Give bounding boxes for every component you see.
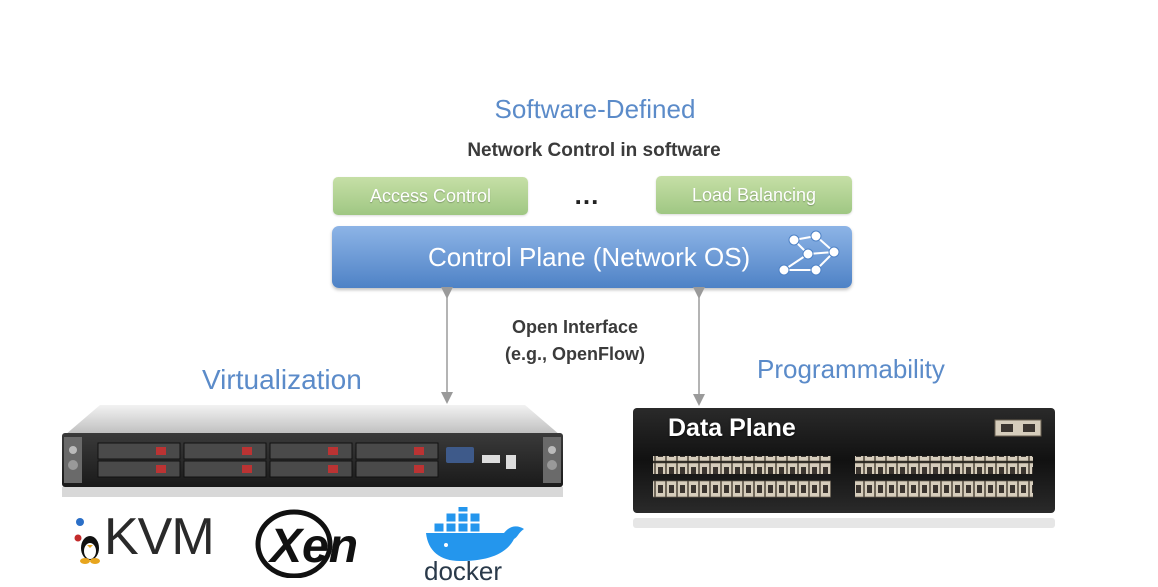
access-control-box: Access Control	[333, 177, 528, 215]
xen-logo: Xen	[255, 509, 358, 578]
programmability-label: Programmability	[757, 354, 945, 384]
ellipsis: …	[573, 180, 603, 210]
docker-logo	[426, 507, 524, 561]
open-interface-line2: (e.g., OpenFlow)	[505, 344, 645, 364]
control-plane-label: Control Plane (Network OS)	[428, 242, 751, 272]
virtualization-label: Virtualization	[202, 364, 362, 395]
network-graph-icon	[778, 230, 840, 276]
diagram-title: Software-Defined	[494, 94, 696, 124]
kvm-logo-text: KVM	[104, 508, 215, 566]
open-interface-label: Open Interface (e.g., OpenFlow)	[470, 314, 680, 368]
network-switch-image	[633, 408, 1055, 528]
server-rack-image	[62, 405, 563, 497]
kvm-logo	[74, 518, 100, 564]
data-plane-label: Data Plane	[668, 414, 796, 442]
docker-logo-text: docker	[424, 556, 503, 586]
open-interface-line1: Open Interface	[511, 317, 639, 337]
control-plane-box	[332, 226, 852, 288]
xen-logo-text: Xen	[267, 520, 358, 573]
diagram-subtitle: Network Control in software	[467, 140, 721, 161]
load-balancing-box: Load Balancing	[656, 176, 852, 214]
